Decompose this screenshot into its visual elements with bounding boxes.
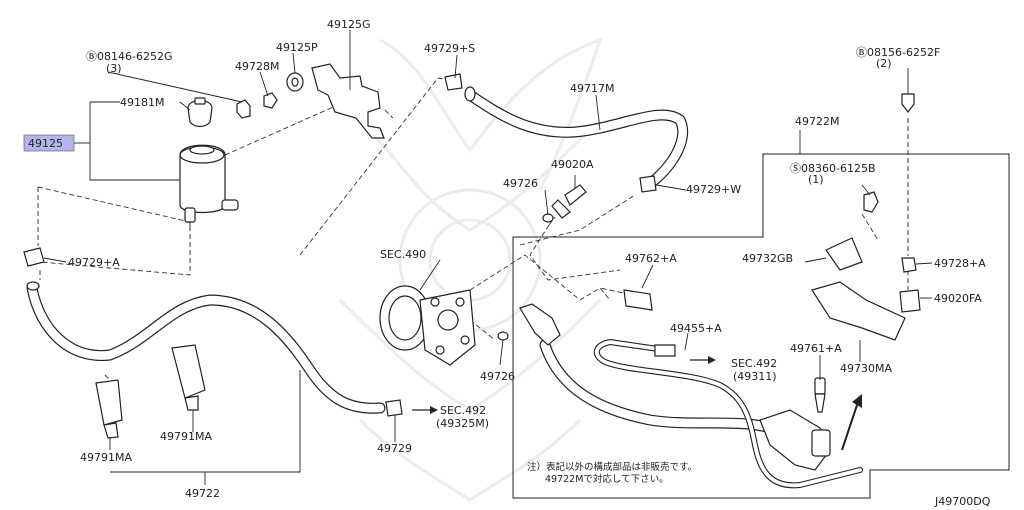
part-labels: Ⓑ08146-6252G (3) 49728M 49125P 49125G 49… [28, 18, 991, 508]
label-screw-08360-6125b: Ⓢ08360-6125B [790, 162, 876, 175]
label-49125g: 49125G [327, 18, 371, 31]
label-sec-490: SEC.490 [380, 248, 426, 261]
label-bolt-08156-6252f: Ⓑ08156-6252F [856, 46, 940, 59]
label-49762-a: 49762+A [625, 252, 677, 265]
label-sec-492-bottom: SEC.492 [440, 404, 486, 417]
reservoir-tank [179, 144, 239, 230]
label-49729-s: 49729+S [424, 42, 475, 55]
label-49455-a: 49455+A [670, 322, 722, 335]
label-49761-a: 49761+A [790, 342, 842, 355]
label-49020a: 49020A [551, 158, 594, 171]
label-49717m: 49717M [570, 82, 614, 95]
hose-clamps [23, 73, 657, 417]
label-49729-w: 49729+W [686, 183, 741, 196]
label-49732gb: 49732GB [742, 252, 793, 265]
label-49791ma-right: 49791MA [160, 430, 212, 443]
label-49020fa: 49020FA [934, 292, 982, 305]
note-line-2: 49722Mで対応して下さい。 [545, 473, 669, 485]
label-49722m: 49722M [795, 115, 839, 128]
label-49181m: 49181M [120, 96, 164, 109]
label-sec-492-right: SEC.492 [731, 357, 777, 370]
label-sec-492-right-ref: (49311) [733, 370, 777, 383]
label-49729-bottom: 49729 [377, 442, 412, 455]
diagram-code: J49700DQ [934, 495, 991, 508]
label-bolt-08146-qty: (3) [106, 62, 122, 75]
leader-lines [43, 30, 933, 485]
label-49730ma: 49730MA [840, 362, 892, 375]
label-49729-a: 49729+A [68, 256, 120, 269]
detail-frame [512, 153, 1010, 499]
label-49728m: 49728M [235, 60, 279, 73]
label-49125: 49125 [28, 137, 63, 150]
highlight-49125 [23, 134, 75, 152]
hose-49722 [26, 281, 386, 414]
small-hardware-left [236, 72, 304, 119]
reservoir-cap [187, 97, 213, 128]
note-line-1: 注）表記以外の構成部品は非販売です。 [527, 461, 697, 473]
label-49722-bottom: 49722 [185, 487, 220, 500]
pressure-hose-assembly [519, 303, 863, 489]
watermark-emblem [338, 37, 603, 502]
hose-49717m [464, 86, 689, 191]
label-49125p: 49125P [276, 41, 318, 54]
label-screw-08360-qty: (1) [808, 173, 824, 186]
label-49726-top: 49726 [503, 177, 538, 190]
label-sec-492-bottom-ref: (49325M) [436, 417, 489, 430]
label-bolt-08156-qty: (2) [876, 57, 892, 70]
arrows [412, 356, 862, 451]
label-49791ma-left: 49791MA [80, 451, 132, 464]
label-49726-bottom: 49726 [480, 370, 515, 383]
label-49728-a: 49728+A [934, 257, 986, 270]
label-bolt-08146-6252g: Ⓑ08146-6252G [86, 50, 172, 63]
assembly-dashed-lines [37, 77, 909, 401]
clips-49791ma [95, 344, 206, 439]
power-steering-pump [379, 285, 476, 366]
bracket-49125g [311, 63, 385, 139]
fittings [497, 93, 921, 413]
